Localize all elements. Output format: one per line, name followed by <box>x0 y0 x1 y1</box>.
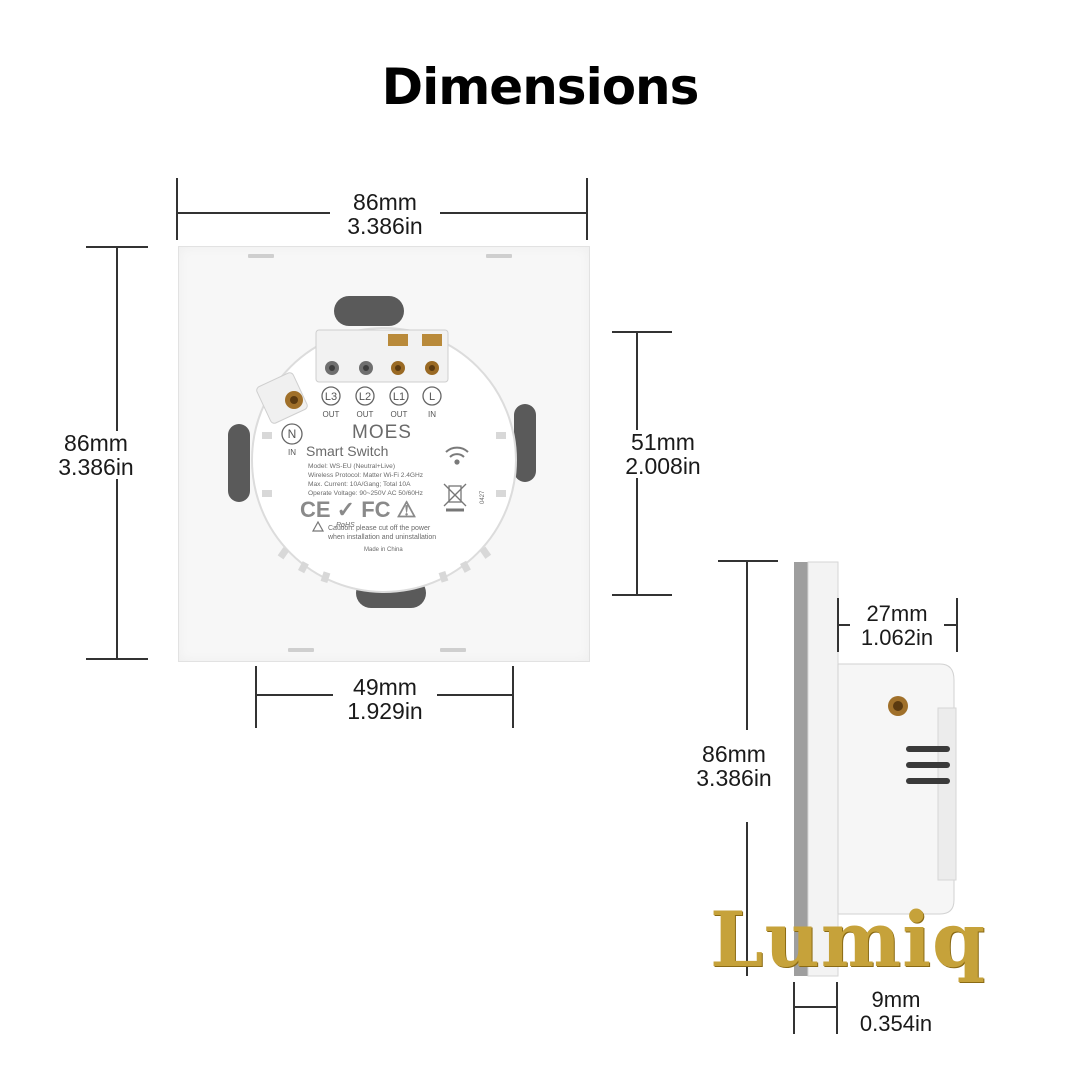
plate-thickness-in: 0.354in <box>859 1011 933 1036</box>
top-width-in: 3.386in <box>347 213 423 239</box>
terminal-l2-sub: OUT <box>357 410 374 419</box>
plate-thickness-label: 9mm 0.354in <box>848 988 944 1036</box>
module-height-top-tick <box>612 331 672 333</box>
module-spec-voltage: Operate Voltage: 90~250V AC 50/60Hz <box>308 490 423 497</box>
side-height-top-tick <box>718 560 778 562</box>
terminal-screws <box>325 334 442 375</box>
side-depth-mm: 27mm <box>866 601 928 626</box>
neutral-terminal-screw <box>256 372 308 424</box>
terminal-l-label: L <box>429 391 435 403</box>
terminal-l1-label: L1 <box>393 391 405 403</box>
side-glass-panel <box>794 562 808 976</box>
warning-icon <box>311 520 325 532</box>
top-width-right-tick <box>586 178 588 240</box>
side-height-line-top <box>746 560 748 730</box>
module-spec-protocol: Wireless Protocol: Matter Wi-Fi 2.4GHz <box>308 472 423 479</box>
left-height-label: 86mm 3.386in <box>46 431 146 479</box>
thickness-line <box>795 1006 836 1008</box>
plate-thickness-mm: 9mm <box>871 987 921 1012</box>
terminal-labels <box>281 386 442 445</box>
terminal-l3-sub: OUT <box>323 410 340 419</box>
side-height-line-bottom <box>746 822 748 976</box>
module-caution-line2: when installation and uninstallation <box>327 534 436 541</box>
module-height-mm: 51mm <box>631 429 695 455</box>
plate-clips <box>248 254 512 652</box>
bottom-width-label: 49mm 1.929in <box>333 675 437 723</box>
terminal-block <box>315 329 449 383</box>
side-depth-right-tick <box>956 598 958 652</box>
module-rohs: RoHS <box>336 522 355 529</box>
bottom-width-right-tick <box>512 666 514 728</box>
module-body <box>251 327 517 593</box>
side-height-mm: 86mm <box>702 741 766 767</box>
module-spec-model: Model: WS-EU (Neutral+Live) <box>308 463 395 470</box>
module-height-bottom-tick <box>612 594 672 596</box>
side-frame <box>807 561 839 977</box>
bottom-width-left-tick <box>255 666 257 728</box>
left-height-mm: 86mm <box>64 430 128 456</box>
side-height-in: 3.386in <box>696 765 772 791</box>
bottom-width-in: 1.929in <box>347 698 423 724</box>
top-width-mm: 86mm <box>353 189 417 215</box>
thickness-right-tick <box>836 982 838 1034</box>
module-height-in: 2.008in <box>625 453 701 479</box>
side-depth-left-tick <box>837 598 839 652</box>
module-spec-current: Max. Current: 10A/Gang; Total 10A <box>308 481 411 488</box>
wifi-icon <box>445 446 469 465</box>
side-terminal-screw <box>888 696 908 716</box>
terminal-l-sub: IN <box>428 410 436 419</box>
terminal-l3-label: L3 <box>325 391 337 403</box>
terminal-n-label: N <box>288 427 297 441</box>
module-caution-line1: Caution: please cut off the power <box>328 525 431 532</box>
side-vent-slots <box>906 746 950 784</box>
top-width-left-tick <box>176 178 178 240</box>
module-side-code: 0427 <box>480 490 486 504</box>
side-depth-label: 27mm 1.062in <box>850 602 944 650</box>
thickness-left-tick <box>793 982 795 1034</box>
side-height-label: 86mm 3.386in <box>684 742 784 790</box>
bottom-width-mm: 49mm <box>353 674 417 700</box>
page-title: Dimensions <box>381 58 700 116</box>
side-module-body <box>837 663 955 915</box>
left-height-in: 3.386in <box>58 454 134 480</box>
lumiq-watermark-logo: Lumiq <box>710 895 987 984</box>
terminal-l1-sub: OUT <box>391 410 408 419</box>
terminal-l2-label: L2 <box>359 391 371 403</box>
module-product-name: Smart Switch <box>306 443 388 459</box>
module-height-label: 51mm 2.008in <box>608 430 718 478</box>
module-made-in: Made in China <box>364 547 403 553</box>
weee-bin-icon <box>443 483 467 512</box>
terminal-n-sub: IN <box>288 448 296 457</box>
module-cert-marks: CE ✓ FC ⚠ <box>300 497 417 522</box>
top-width-label: 86mm 3.386in <box>330 190 440 238</box>
side-depth-in: 1.062in <box>860 625 934 650</box>
module-rim-notches <box>262 432 506 583</box>
module-brand: MOES <box>352 422 412 443</box>
side-view <box>794 561 957 977</box>
